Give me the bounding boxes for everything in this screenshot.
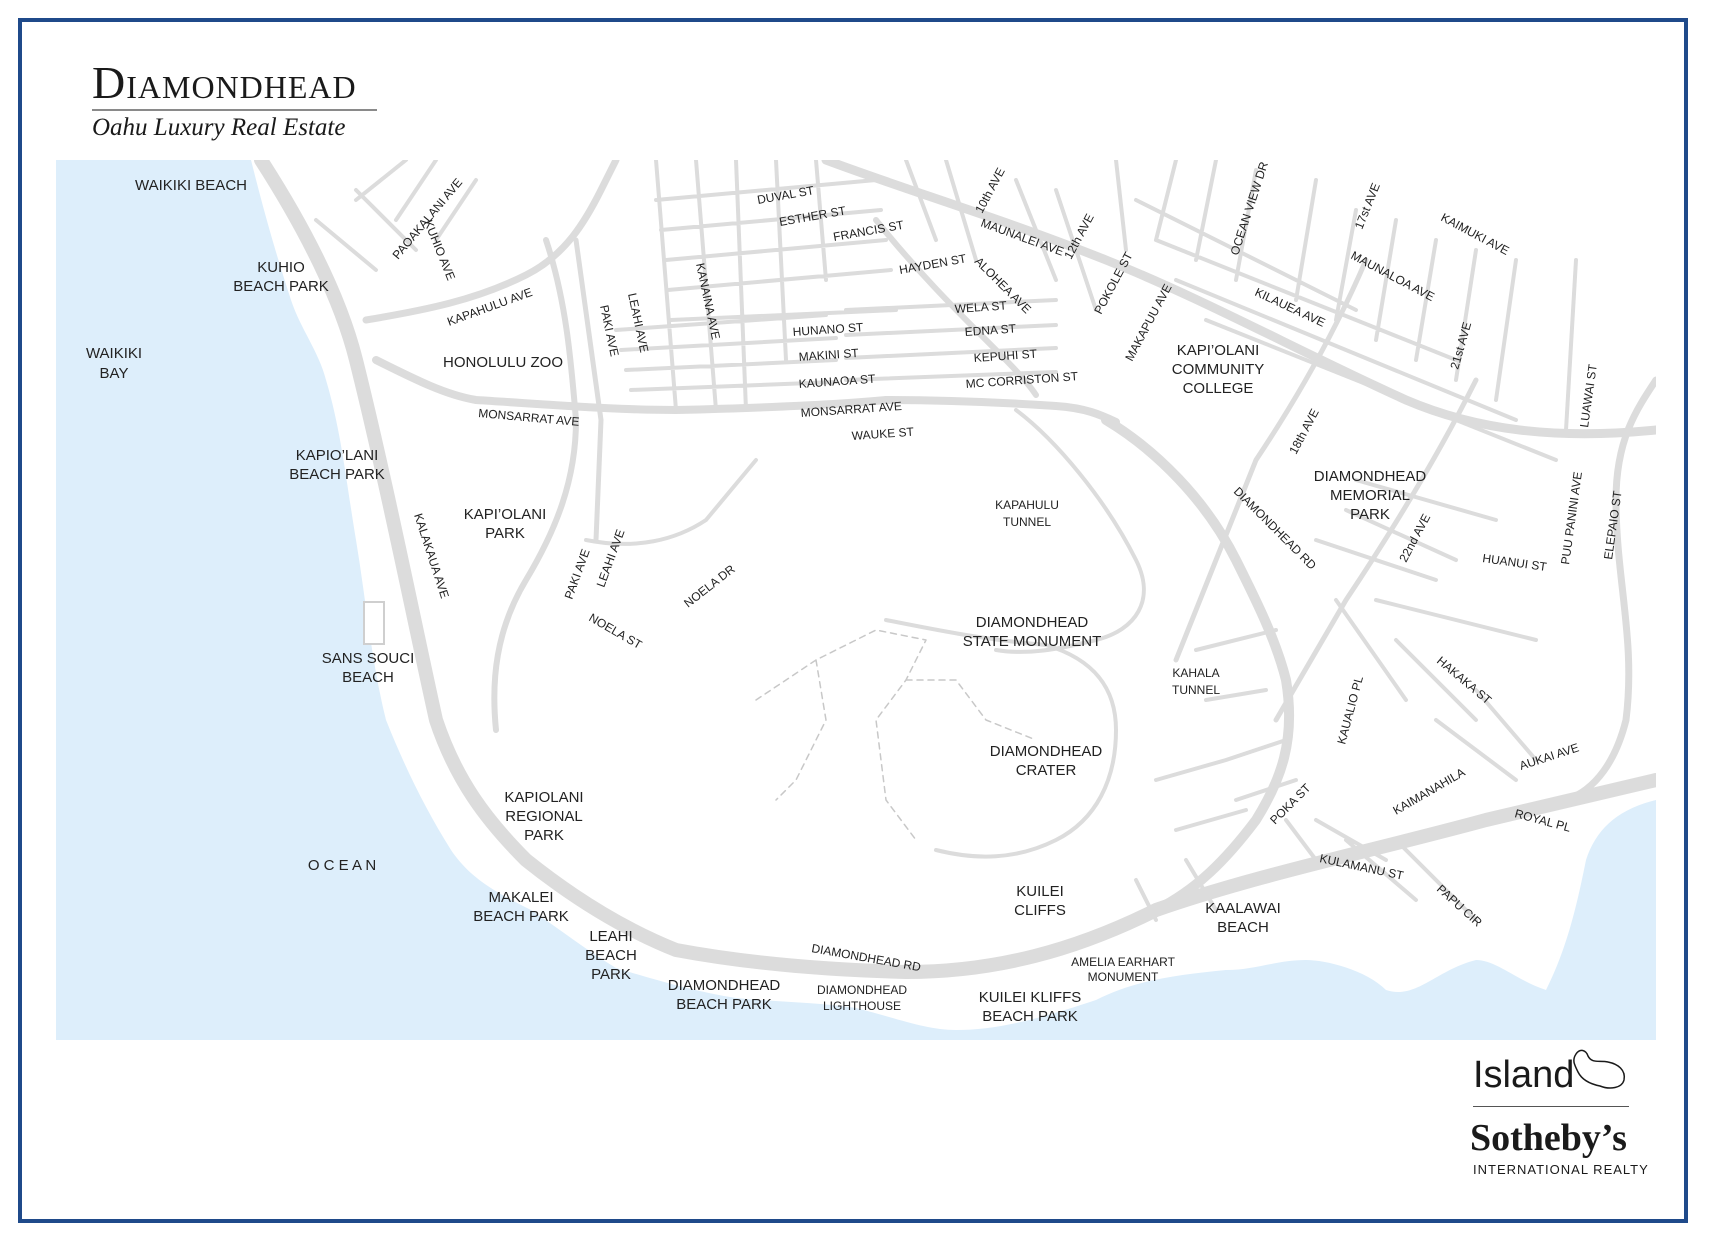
label-memorial-3: PARK: [1350, 506, 1390, 523]
label-kapiolani-park: KAPI’OLANI: [464, 506, 547, 523]
label-waikiki-bay: WAIKIKI: [86, 345, 142, 362]
label-crater: DIAMONDHEAD: [990, 743, 1103, 760]
label-leahi-3: PARK: [591, 966, 631, 983]
label-ocean: O C E A N: [308, 857, 376, 874]
label-sans-souci: SANS SOUCI: [322, 650, 415, 667]
label-kaalawai: KAALAWAI: [1205, 900, 1281, 917]
label-sans-souci-2: BEACH: [342, 669, 394, 686]
road-grid: [314, 160, 1558, 922]
label-lighthouse: DIAMONDHEAD: [817, 983, 907, 997]
street-hunano: HUNANO ST: [792, 320, 864, 339]
logo-international-text: INTERNATIONAL REALTY: [1473, 1162, 1649, 1177]
label-kapiolani-regional-3: PARK: [524, 827, 564, 844]
label-amelia-2: MONUMENT: [1088, 970, 1159, 984]
street-edna: EDNA ST: [964, 321, 1017, 339]
label-kuilei-kliffs: KUILEI KLIFFS: [979, 989, 1082, 1006]
crater-trails: [755, 629, 1037, 841]
label-lighthouse-2: LIGHTHOUSE: [823, 999, 901, 1013]
label-kapahulu-tunnel-2: TUNNEL: [1003, 515, 1051, 529]
label-state-monument: DIAMONDHEAD: [976, 614, 1089, 631]
roads: [254, 160, 1656, 979]
page-title: Diamondhead: [92, 57, 357, 108]
road-crater-rim: [884, 618, 1118, 859]
street-kaunaoa: KAUNAOA ST: [798, 372, 876, 391]
label-kuilei-cliffs-2: CLIFFS: [1014, 902, 1066, 919]
label-waikiki-bay-2: BAY: [100, 365, 129, 382]
title-divider: [92, 109, 377, 111]
label-kahala-tunnel-2: TUNNEL: [1172, 683, 1220, 697]
label-amelia: AMELIA EARHART: [1071, 955, 1175, 969]
place-labels: WAIKIKI BEACH KUHIO BEACH PARK WAIKIKI B…: [86, 177, 1426, 1025]
label-memorial: DIAMONDHEAD: [1314, 468, 1427, 485]
road-18th: [1173, 257, 1369, 663]
label-kuhio-beach-park: KUHIO: [257, 259, 305, 276]
label-kuhio-beach-park-2: BEACH PARK: [233, 278, 329, 295]
label-leahi: LEAHI: [589, 928, 632, 945]
label-kcc-2: COMMUNITY: [1172, 361, 1265, 378]
label-state-monument-2: STATE MONUMENT: [963, 633, 1102, 650]
street-wauke: WAUKE ST: [851, 425, 915, 443]
road-alohea: [873, 217, 1039, 398]
label-waikiki-beach: WAIKIKI BEACH: [135, 177, 247, 194]
road-luawai: [1564, 258, 1578, 432]
road-paki: [491, 237, 579, 733]
label-kapiolani-beach-park-2: BEACH PARK: [289, 466, 385, 483]
label-makalei-2: BEACH PARK: [473, 908, 569, 925]
label-diamondhead-beach: DIAMONDHEAD: [668, 977, 781, 994]
label-kahala-tunnel: KAHALA: [1172, 666, 1219, 680]
label-kcc-3: COLLEGE: [1183, 380, 1254, 397]
label-kaalawai-2: BEACH: [1217, 919, 1269, 936]
page-subtitle: Oahu Luxury Real Estate: [92, 114, 346, 141]
label-kapahulu-tunnel: KAPAHULU: [995, 498, 1059, 512]
label-kapiolani-beach-park: KAPIO’LANI: [296, 447, 379, 464]
label-kuilei-cliffs: KUILEI: [1016, 883, 1064, 900]
street-kepuhi: KEPUHI ST: [973, 347, 1038, 365]
neighborhood-map: WAIKIKI BEACH KUHIO BEACH PARK WAIKIKI B…: [56, 160, 1656, 1040]
road-diamondhead-upper: [1101, 415, 1295, 915]
street-wela: WELA ST: [954, 298, 1008, 316]
label-memorial-2: MEMORIAL: [1330, 487, 1410, 504]
label-kapiolani-park-2: PARK: [485, 525, 525, 542]
road-22nd: [1273, 377, 1479, 723]
road-leahi: [573, 237, 604, 543]
street-makini: MAKINI ST: [798, 346, 860, 364]
logo-island-text: Island: [1473, 1054, 1575, 1096]
road-kapahulu: [362, 160, 620, 324]
road-noela: [584, 458, 758, 546]
label-kapiolani-regional-2: REGIONAL: [505, 808, 583, 825]
label-crater-2: CRATER: [1016, 762, 1077, 779]
label-honolulu-zoo: HONOLULU ZOO: [443, 354, 563, 371]
road-elepaio: [1562, 376, 1656, 804]
label-leahi-2: BEACH: [585, 947, 637, 964]
road-monsarrat: [372, 356, 1120, 426]
road-tunnels: [994, 408, 1146, 654]
label-kapiolani-regional: KAPIOLANI: [504, 789, 583, 806]
label-diamondhead-beach-2: BEACH PARK: [676, 996, 772, 1013]
label-makalei: MAKALEI: [488, 889, 553, 906]
island-outline-icon: [1573, 1049, 1626, 1089]
pier: [363, 601, 385, 645]
label-kcc: KAPI’OLANI: [1177, 342, 1260, 359]
logo-divider: [1473, 1106, 1629, 1107]
label-kuilei-kliffs-2: BEACH PARK: [982, 1008, 1078, 1025]
logo-sothebys-text: Sotheby’s: [1470, 1117, 1627, 1159]
